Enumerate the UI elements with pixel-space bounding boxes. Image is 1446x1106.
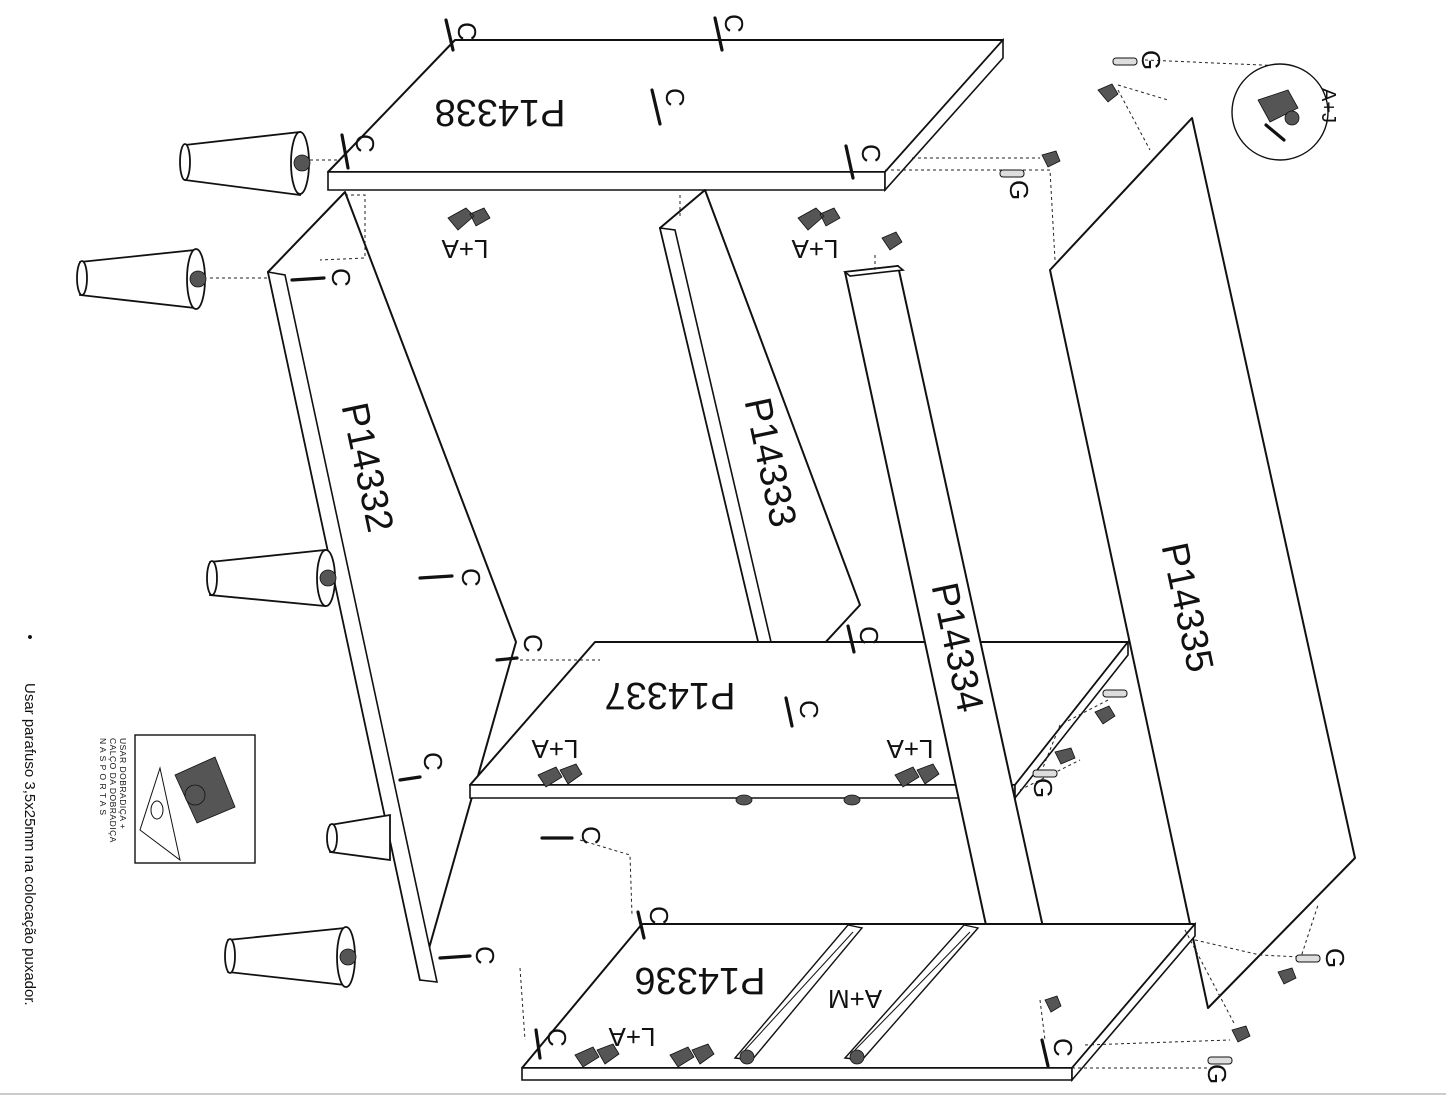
part-label-top: P14338 bbox=[434, 91, 565, 133]
dowels bbox=[999, 57, 1321, 1065]
label-c: C bbox=[1048, 1038, 1078, 1057]
label-c: C bbox=[644, 906, 674, 925]
label-c: C bbox=[854, 626, 884, 645]
hinge-hardware bbox=[447, 207, 940, 1068]
label-g: G bbox=[1136, 50, 1166, 70]
part-label-bottom: P14336 bbox=[634, 959, 765, 1001]
label-l-a: L+A bbox=[608, 1022, 656, 1052]
panel-bottom: P14336 bbox=[521, 921, 1196, 1083]
hinge-note-line1: USAR DOBRADIÇA + bbox=[118, 738, 128, 829]
label-a-j: A+J bbox=[1317, 88, 1339, 123]
hinge-labels: L+A L+A L+A L+A L+A bbox=[441, 234, 934, 1052]
screws bbox=[290, 16, 1050, 1068]
label-g: G bbox=[1320, 948, 1350, 968]
panel-top: P14338 bbox=[327, 37, 1004, 193]
panel-back: P14335 bbox=[1049, 117, 1356, 1009]
panel-shelf: P14333 bbox=[658, 189, 861, 703]
label-c: C bbox=[576, 826, 606, 845]
panel-side: P14332 bbox=[266, 191, 517, 983]
hinge-note-line3: N A S P O R T A S bbox=[98, 738, 108, 815]
label-c: C bbox=[794, 700, 824, 719]
label-l-a: L+A bbox=[791, 234, 839, 264]
assembly-guides bbox=[210, 59, 1321, 1069]
instruction: • Usar parafuso 3,5x25mm na colocação pu… bbox=[21, 629, 38, 1006]
instruction-text: Usar parafuso 3,5x25mm na colocação puxa… bbox=[21, 683, 38, 1006]
legs bbox=[76, 130, 391, 988]
label-l-a: L+A bbox=[441, 234, 489, 264]
leg-4 bbox=[326, 813, 391, 862]
dowel-labels: G G G G G bbox=[1004, 50, 1350, 1084]
instruction-bullet: • bbox=[27, 629, 32, 646]
leg-3 bbox=[206, 549, 337, 607]
label-c: C bbox=[418, 752, 448, 771]
label-c: C bbox=[660, 88, 690, 107]
slide-label: A+M bbox=[828, 984, 882, 1014]
label-c: C bbox=[719, 14, 749, 33]
label-c: C bbox=[326, 268, 356, 287]
leg-2 bbox=[76, 248, 207, 310]
label-c: C bbox=[542, 1028, 572, 1047]
label-l-a: L+A bbox=[886, 734, 934, 764]
label-l-a: L+A bbox=[531, 734, 579, 764]
label-c: C bbox=[856, 144, 886, 163]
label-g: G bbox=[1028, 778, 1058, 798]
part-label-middle: P14337 bbox=[604, 674, 735, 716]
drawer-slides: A+M bbox=[733, 924, 980, 1065]
leg-5 bbox=[224, 926, 357, 988]
hinge-note-box: USAR DOBRADIÇA + CALÇO DA DOBRADIÇA N A … bbox=[98, 734, 256, 864]
small-hardware bbox=[735, 83, 1297, 1043]
label-c: C bbox=[456, 568, 486, 587]
label-c: C bbox=[518, 634, 548, 653]
label-c: C bbox=[452, 22, 482, 41]
hinge-note-line2: CALÇO DA DOBRADIÇA bbox=[108, 738, 118, 843]
leg-1 bbox=[179, 130, 311, 197]
label-c: C bbox=[470, 946, 500, 965]
screw-labels: C C C C C C C C C C C C C C C C bbox=[326, 14, 1078, 1057]
label-g: G bbox=[1202, 1064, 1232, 1084]
corner-bracket-detail: A+J bbox=[1231, 63, 1339, 161]
label-c: C bbox=[350, 134, 380, 153]
label-g: G bbox=[1004, 180, 1034, 200]
